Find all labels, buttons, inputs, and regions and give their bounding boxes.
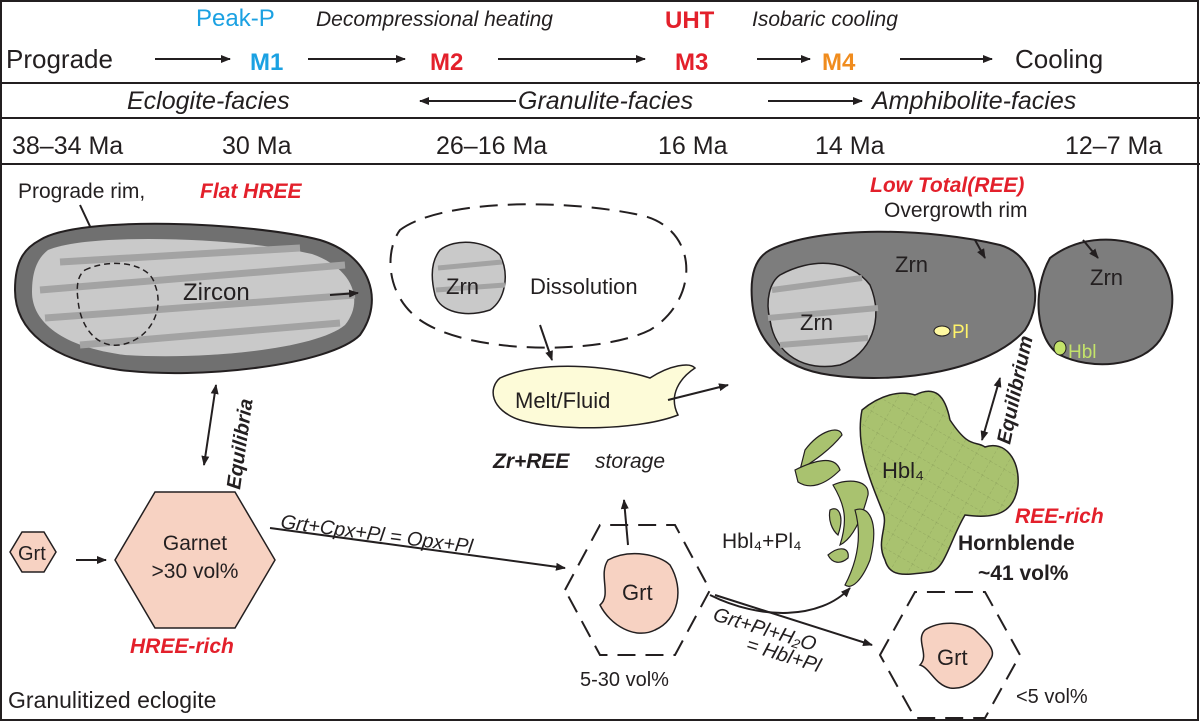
melt-fluid-label: Melt/Fluid — [515, 388, 610, 413]
cooling-label: Cooling — [1015, 44, 1103, 74]
garnet-label: Garnet — [163, 532, 227, 555]
hbl4-label: Hbl₄ — [882, 458, 924, 483]
facies-row: Eclogite-facies Granulite-facies Amphibo… — [127, 87, 1076, 115]
prograde-label: Prograde — [6, 44, 113, 74]
arrow — [620, 499, 629, 546]
amphibolite-facies: Amphibolite-facies — [870, 87, 1076, 115]
hornblende-grain — [859, 390, 1019, 576]
m3-label: M3 — [675, 49, 708, 76]
resorbed-garnet — [599, 552, 679, 634]
granulitized-eclogite-label: Granulitized eclogite — [8, 687, 216, 713]
flat-hree-label: Flat HREE — [200, 180, 303, 203]
inherited-core-outline — [76, 262, 159, 346]
arrow — [329, 289, 359, 298]
eclogite-facies: Eclogite-facies — [127, 87, 290, 115]
equilibrium-arrow — [980, 377, 1002, 441]
equilibria-arrow — [201, 384, 219, 466]
overgrown-zircon-2 — [1037, 238, 1174, 366]
zircon-zoning — [39, 244, 356, 349]
storage-bold-label: Zr+REE — [492, 450, 570, 473]
hornblende-inclusion — [1053, 340, 1067, 356]
hbl4-pl4-label: Hbl₄+Pl₄ — [722, 530, 802, 553]
pl-label: Pl — [952, 322, 969, 343]
arrow — [667, 383, 729, 401]
storage-label: storage — [595, 450, 665, 473]
equilibria-label: Equilibria — [223, 397, 257, 490]
reaction-arrow-curve — [709, 587, 851, 614]
age-label: 12–7 Ma — [1065, 132, 1162, 160]
garnet-vol-label: >30 vol% — [152, 560, 239, 583]
vol-low-label: <5 vol% — [1016, 686, 1088, 708]
plagioclase-inclusion — [933, 325, 951, 337]
grt-label: Grt — [18, 543, 46, 565]
isobaric-label: Isobaric cooling — [752, 8, 898, 31]
garnet-hexagon-outline — [563, 524, 712, 656]
small-garnet — [9, 531, 57, 573]
age-label: 14 Ma — [815, 132, 885, 160]
zrn-label: Zrn — [800, 310, 833, 335]
pointer-arrow — [974, 239, 986, 259]
dissolution-boundary — [389, 203, 688, 349]
overgrowth-rim-label: Overgrowth rim — [884, 199, 1028, 222]
age-label: 30 Ma — [222, 132, 292, 160]
prograde-rim-label: Prograde rim, — [18, 180, 145, 203]
melt-fluid-blob — [492, 364, 697, 429]
age-label: 16 Ma — [658, 132, 728, 160]
ree-rich-label: REE-rich — [1015, 505, 1104, 528]
grt-label: Grt — [622, 580, 653, 605]
large-garnet — [114, 491, 276, 629]
reaction-arrow — [714, 594, 873, 647]
vol-mid-label: 5-30 vol% — [580, 669, 669, 691]
ages-row: 38–34 Ma 30 Ma 26–16 Ma 16 Ma 14 Ma 12–7… — [12, 132, 1162, 160]
hornblende-label: Hornblende — [958, 532, 1075, 555]
dissolution-label: Dissolution — [530, 274, 638, 299]
hornblende-vol-label: ~41 vol% — [978, 562, 1069, 585]
zrn-label: Zrn — [895, 252, 928, 277]
hree-rich-label: HREE-rich — [130, 635, 234, 658]
uht-label: UHT — [665, 7, 715, 34]
pointer-arrow — [1082, 239, 1099, 259]
reaction-arrow — [269, 527, 566, 571]
m2-label: M2 — [430, 49, 463, 76]
hbl-inclusion-label: Hbl — [1068, 342, 1097, 363]
low-total-ree-label: Low Total(REE) — [870, 174, 1024, 197]
stage-row: Peak-P Decompressional heating UHT Isoba… — [6, 5, 1103, 76]
garnet-hexagon-outline — [878, 591, 1022, 719]
granulite-facies: Granulite-facies — [518, 87, 693, 115]
m1-label: M1 — [250, 49, 283, 76]
peak-p-label: Peak-P — [196, 5, 275, 32]
arrow — [539, 324, 553, 361]
decompression-label: Decompressional heating — [316, 8, 553, 31]
zrn-label: Zrn — [446, 274, 479, 299]
relict-garnet — [918, 622, 994, 689]
reaction1-label: Grt+Cpx+Pl = Opx+Pl — [279, 511, 474, 558]
age-label: 26–16 Ma — [436, 132, 547, 160]
hornblende-symplectite — [794, 429, 875, 587]
zrn-label: Zrn — [1090, 265, 1123, 290]
dissolving-zircon — [431, 241, 506, 315]
age-label: 38–34 Ma — [12, 132, 123, 160]
m4-label: M4 — [822, 49, 856, 76]
grt-label: Grt — [937, 645, 968, 670]
zircon-label: Zircon — [183, 279, 250, 306]
